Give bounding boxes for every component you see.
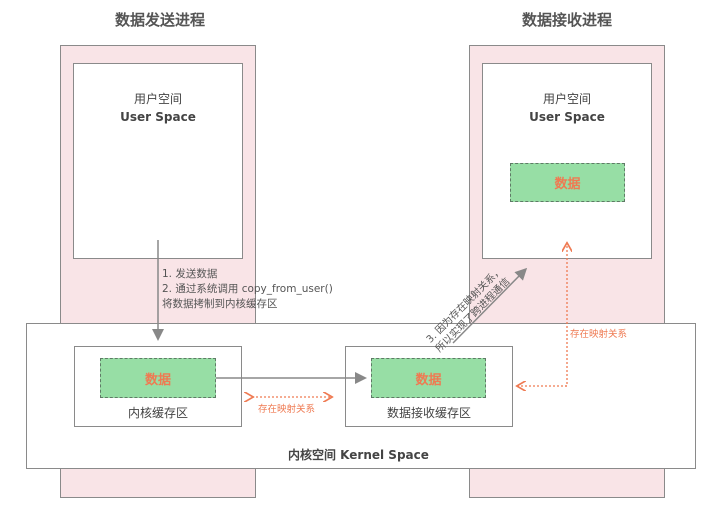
receiver-user-data: 数据	[510, 163, 625, 202]
receive-buffer-data: 数据	[371, 358, 486, 398]
receiver-process-title: 数据接收进程	[521, 11, 612, 29]
step-notes: 1. 发送数据 2. 通过系统调用 copy_from_user() 将数据拷制…	[162, 267, 333, 312]
sender-user-space: 用户空间 User Space	[73, 63, 243, 259]
mapping-label-middle: 存在映射关系	[258, 404, 316, 415]
user-space-en-label: User Space	[529, 110, 605, 124]
kernel-buffer-label: 内核缓存区	[127, 406, 188, 420]
step-2-continued: 将数据拷制到内核缓存区	[162, 298, 278, 310]
kernel-space-label: 内核空间 Kernel Space	[288, 448, 429, 462]
mapping-label-right: 存在映射关系	[570, 329, 628, 340]
step-2: 2. 通过系统调用 copy_from_user()	[162, 283, 333, 295]
step-1: 1. 发送数据	[162, 268, 218, 280]
receive-buffer-label: 数据接收缓存区	[386, 406, 471, 420]
receiver-user-space: 用户空间 User Space	[482, 63, 652, 259]
sender-process-title: 数据发送进程	[114, 11, 205, 29]
user-space-en-label: User Space	[120, 110, 196, 124]
user-space-cn-label: 用户空间	[133, 92, 182, 106]
kernel-buffer-data: 数据	[100, 358, 216, 398]
user-space-cn-label: 用户空间	[542, 92, 591, 106]
